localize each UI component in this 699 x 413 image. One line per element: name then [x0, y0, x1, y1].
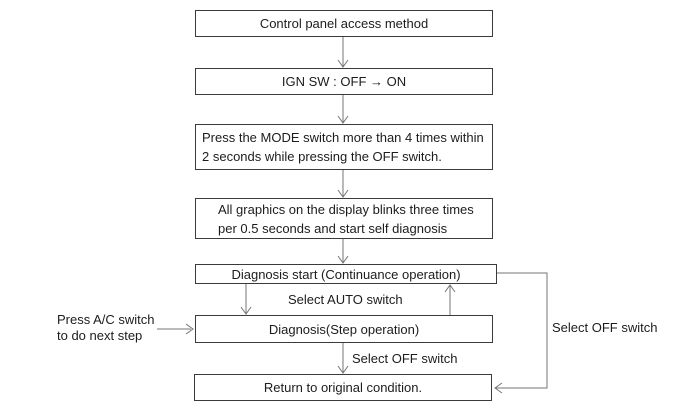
edge-label-press-ac-switch: Press A/C switch to do next step — [57, 312, 155, 344]
arrow-box3-box4-head — [337, 189, 349, 198]
arrow-pressac-box6-head — [185, 323, 194, 335]
arrow-box1-box2-head — [337, 59, 349, 68]
arrow-box6-box7-head — [337, 365, 349, 374]
edge-label-press-ac-line2: to do next step — [57, 328, 143, 343]
arrow-box2-box3-head — [337, 115, 349, 124]
flow-box-diagnosis-start-continuance: Diagnosis start (Continuance operation) — [195, 264, 497, 284]
edge-label-press-ac-line1: Press A/C switch — [57, 312, 155, 327]
flow-box-label: Return to original condition. — [263, 380, 423, 395]
flow-box-graphics-blink-self-diagnosis: All graphics on the display blinks three… — [195, 198, 493, 239]
flow-box-press-mode-switch: Press the MODE switch more than 4 times … — [195, 124, 493, 170]
edge-label-select-off-switch-loop: Select OFF switch — [552, 320, 658, 335]
flow-box-label: Diagnosis(Step operation) — [268, 321, 420, 337]
flow-box-label-line1: Press the MODE switch more than 4 times … — [202, 130, 484, 145]
flow-box-label: Diagnosis start (Continuance operation) — [231, 266, 461, 282]
flow-box-ign-sw-off-on: IGN SW : OFF → ON — [195, 68, 493, 95]
flow-box-label-line2: per 0.5 seconds and start self diagnosis — [218, 220, 448, 236]
edge-label-select-off-switch-step: Select OFF switch — [352, 351, 458, 366]
flow-box-label-line2: 2 seconds while pressing the OFF switch. — [202, 149, 442, 164]
flow-box-control-panel-access-method: Control panel access method — [195, 10, 493, 37]
flow-box-label: Control panel access method — [259, 16, 429, 31]
flow-box-label-line1: All graphics on the display blinks three… — [218, 201, 474, 217]
arrow-loop-box5-box7-line — [496, 272, 548, 389]
arrow-box4-box5-head — [337, 255, 349, 264]
flow-box-return-to-original-condition: Return to original condition. — [194, 374, 492, 401]
arrow-box5-box6-head — [240, 306, 252, 315]
arrow-box6-box5-head — [444, 284, 456, 293]
flow-box-label: IGN SW : OFF → ON — [281, 74, 407, 89]
flow-box-diagnosis-step-operation: Diagnosis(Step operation) — [195, 315, 493, 343]
edge-label-select-auto-switch: Select AUTO switch — [288, 292, 403, 307]
arrow-loop-box5-box7-head — [494, 382, 503, 394]
